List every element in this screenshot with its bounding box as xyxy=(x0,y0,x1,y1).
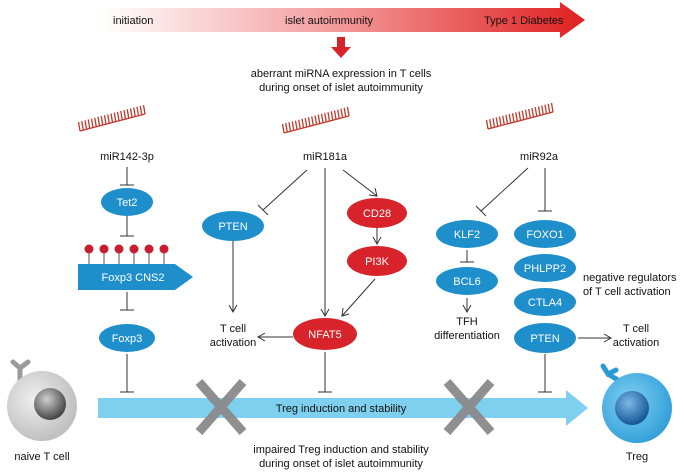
mirna-glyph-mir142 xyxy=(77,104,146,132)
mirna-label-mir92: miR92a xyxy=(520,151,559,163)
block-cross-left xyxy=(195,379,247,435)
node-phlpp2: PHLPP2 xyxy=(514,254,576,282)
tcell-activation-right-1: T cell xyxy=(623,323,649,335)
node-bcl6: BCL6 xyxy=(436,267,498,295)
node-cd28-label: CD28 xyxy=(363,208,391,220)
node-bcl6-label: BCL6 xyxy=(453,276,481,288)
disease-timeline: initiation islet autoimmunity Type 1 Dia… xyxy=(100,2,585,38)
node-pi3k: PI3K xyxy=(347,246,407,276)
treg-bar-label: Treg induction and stability xyxy=(276,403,407,415)
tcell-activation-left-2: activation xyxy=(210,337,256,349)
tcell-activation-left-1: T cell xyxy=(220,323,246,335)
tcell-activation-right-2: activation xyxy=(613,337,659,349)
node-phlpp2-label: PHLPP2 xyxy=(524,263,566,275)
tfh-label-2: differentiation xyxy=(434,330,500,342)
node-klf2-label: KLF2 xyxy=(454,229,480,241)
node-foxo1-label: FOXO1 xyxy=(526,229,563,241)
methylation-marks xyxy=(84,244,169,264)
impaired-line-2: during onset of islet autoimmunity xyxy=(259,458,423,470)
node-foxp3-cns2: Foxp3 CNS2 xyxy=(78,264,193,290)
node-cd28: CD28 xyxy=(347,198,407,228)
mirna-glyph-mir92 xyxy=(485,102,554,130)
block-cross-right xyxy=(443,379,495,435)
edges-mir142 xyxy=(120,167,134,393)
edges-mir92 xyxy=(460,167,613,393)
treg-cell: Treg xyxy=(600,363,672,463)
node-nfat5-label: NFAT5 xyxy=(308,329,341,341)
node-foxp3-label: Foxp3 xyxy=(112,333,143,345)
mirna-glyph-mir181 xyxy=(281,106,350,134)
node-ctla4-label: CTLA4 xyxy=(528,297,562,309)
node-foxp3: Foxp3 xyxy=(99,324,155,352)
node-nfat5: NFAT5 xyxy=(293,318,357,350)
node-tet2-label: Tet2 xyxy=(117,197,138,209)
naive-t-cell: naive T cell xyxy=(7,359,77,463)
node-klf2: KLF2 xyxy=(436,220,498,248)
timeline-initiation: initiation xyxy=(113,15,153,27)
mirna-label-mir142: miR142-3p xyxy=(100,151,154,163)
edges-mir181 xyxy=(228,168,382,393)
node-tet2: Tet2 xyxy=(101,188,153,216)
neg-regulators-2: of T cell activation xyxy=(583,286,671,298)
tfh-label-1: TFH xyxy=(456,316,477,328)
node-pten-right: PTEN xyxy=(514,323,576,353)
node-foxo1: FOXO1 xyxy=(514,220,576,248)
timeline-type1-diabetes: Type 1 Diabetes xyxy=(484,15,564,27)
aberrant-line-2: during onset of islet autoimmunity xyxy=(259,82,423,94)
node-pi3k-label: PI3K xyxy=(365,256,390,268)
node-ctla4: CTLA4 xyxy=(514,288,576,316)
treg-induction-bar: Treg induction and stability xyxy=(98,390,588,426)
downward-red-arrow xyxy=(331,37,351,58)
naive-t-cell-label: naive T cell xyxy=(14,451,69,463)
treg-cell-label: Treg xyxy=(626,451,648,463)
neg-regulators-1: negative regulators xyxy=(583,272,677,284)
aberrant-line-1: aberrant miRNA expression in T cells xyxy=(251,68,432,80)
timeline-arrow xyxy=(100,2,585,38)
node-foxp3-cns2-label: Foxp3 CNS2 xyxy=(102,272,165,284)
node-pten-left: PTEN xyxy=(202,211,264,241)
node-pten-left-label: PTEN xyxy=(218,221,247,233)
impaired-line-1: impaired Treg induction and stability xyxy=(253,444,429,456)
mirna-label-mir181: miR181a xyxy=(303,151,348,163)
node-pten-right-label: PTEN xyxy=(530,333,559,345)
timeline-islet-autoimmunity: islet autoimmunity xyxy=(285,15,374,27)
